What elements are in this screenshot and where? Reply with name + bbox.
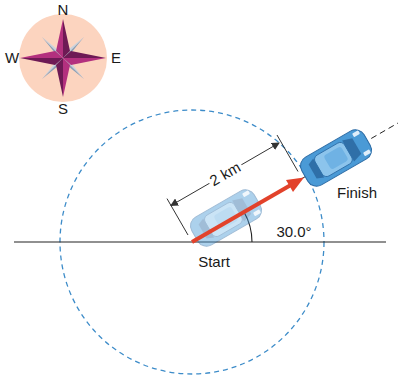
- compass-north: N: [56, 2, 71, 19]
- dimension-line: [167, 135, 298, 235]
- dimension-label: 2 km: [205, 158, 245, 191]
- compass-west: W: [3, 50, 21, 67]
- compass: [19, 14, 107, 102]
- finish-label: Finish: [335, 185, 379, 202]
- compass-east: E: [109, 50, 123, 67]
- finish-car: [297, 126, 375, 190]
- angle-label: 30.0°: [274, 224, 313, 241]
- start-label: Start: [196, 254, 232, 271]
- compass-south: S: [56, 101, 70, 118]
